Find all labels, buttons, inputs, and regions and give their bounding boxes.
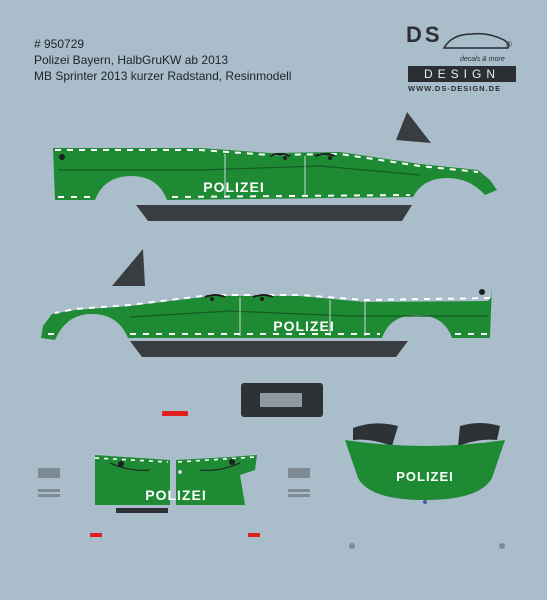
window-piece-bottom xyxy=(112,249,145,286)
window-piece-top xyxy=(396,112,431,143)
rear-decal-label: POLIZEI xyxy=(145,487,206,503)
hood-decal-body xyxy=(345,440,505,500)
logo-mark: DS xyxy=(406,22,443,47)
ds-design-logo: DS ® decals & more DESIGN WWW.DS-DESIGN.… xyxy=(404,22,520,98)
article-number: # 950729 xyxy=(34,37,85,51)
lamp-piece-left xyxy=(38,468,60,478)
side-decal-left-body xyxy=(53,148,497,200)
reflector-red-top xyxy=(162,411,188,416)
logo-wordmark: DESIGN xyxy=(408,66,516,82)
reflector-red-right xyxy=(248,533,260,537)
header-info: # 950729 Polizei Bayern, HalbGruKW ab 20… xyxy=(34,36,291,84)
registered-mark: ® xyxy=(506,40,512,49)
marker-dot-right xyxy=(499,543,505,549)
headlight-right-piece xyxy=(458,423,500,446)
rear-doors-decal xyxy=(95,455,257,505)
headlight-left-piece xyxy=(353,423,398,446)
side-decal-right: POLIZEI xyxy=(41,249,492,357)
hood-decals: POLIZEI xyxy=(345,423,505,549)
side-decal-left-label: POLIZEI xyxy=(203,179,264,195)
reflector-red-left xyxy=(90,533,102,537)
hood-decal-label: POLIZEI xyxy=(396,469,454,484)
side-sill-right xyxy=(130,341,408,357)
side-decal-right-label: POLIZEI xyxy=(273,318,334,334)
rear-bumper-strip xyxy=(116,508,168,513)
logo-tagline: decals & more xyxy=(460,56,505,63)
description-line-2: MB Sprinter 2013 kurzer Radstand, Resinm… xyxy=(34,69,292,83)
logo-url: WWW.DS-DESIGN.DE xyxy=(408,84,502,93)
lamp-piece-right xyxy=(288,468,310,478)
side-decal-left: POLIZEI xyxy=(53,112,497,221)
marker-dot-left xyxy=(349,543,355,549)
car-silhouette-icon xyxy=(442,32,510,49)
side-sill-left xyxy=(136,205,412,221)
rear-decals: POLIZEI xyxy=(38,383,323,537)
description-line-1: Polizei Bayern, HalbGruKW ab 2013 xyxy=(34,53,229,67)
